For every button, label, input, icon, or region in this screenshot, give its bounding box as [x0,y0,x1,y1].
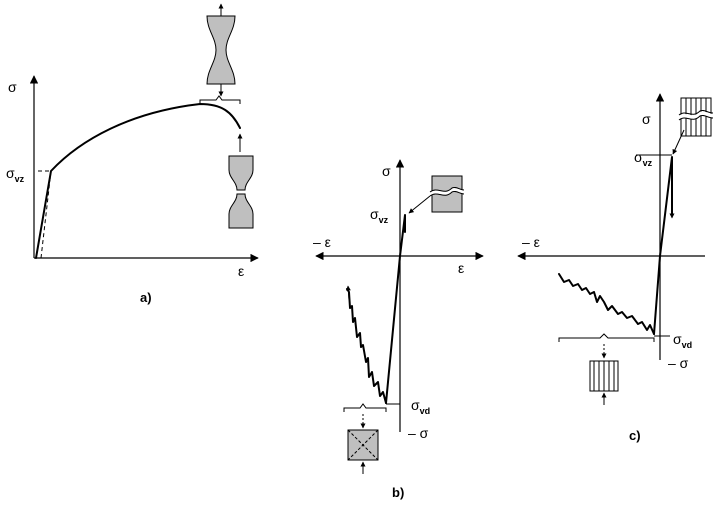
panel-c-tension-fracture-icon [672,97,714,155]
panel-a-y-axis-label: σ [8,79,17,95]
panel-c-compression-label: σvd [673,331,692,350]
panel-b-compression-line [385,255,401,404]
panel-b-tension-curve [399,214,406,257]
panel-a-necking-specimen-icon [206,3,236,97]
panel-b-x-axis-pos-label: ε [458,260,464,276]
panel-a-stress-strain-curve [35,103,241,259]
panel-a-yield-label: σvz [6,165,25,184]
panel-c-compression-brace [558,333,655,342]
panel-a-necking-brace [199,95,241,104]
panel-c-crushing-curve [558,273,655,335]
panel-b-tension-label: σvz [370,206,389,225]
panel-b-y-axis-label: σ [382,163,391,179]
panel-c-compression-line [653,255,661,335]
panel-c-tension-label: σvz [634,149,653,168]
panel-a-x-axis-label: ε [238,263,244,279]
panel-c-caption: c) [629,428,641,443]
panel-b-crushed-cube-icon [347,414,379,474]
panel-b-crushing-curve [346,288,387,404]
panel-b-y-axis-neg-label: – σ [408,425,429,441]
panel-a: σ ε σvz a) [6,3,259,305]
panel-c-crushed-column-icon [589,344,619,405]
panel-b-compression-label: σvd [411,397,430,416]
panel-b: σ ε – ε – σ σvz σvd [313,159,484,500]
panel-c-tension-curve [659,156,673,257]
panel-c: σ – ε – σ σvz σvd [517,93,714,443]
panel-b-crushing-start-arrow [345,285,351,301]
panel-a-fractured-specimen-icon [228,133,254,229]
panel-c-y-axis-neg-label: – σ [668,355,689,371]
panel-b-compression-brace [343,403,387,412]
panel-c-x-axis-neg-label: – ε [522,234,540,250]
panel-b-caption: b) [392,485,404,500]
panel-a-unloading-line [40,170,52,259]
panel-c-y-axis-label: σ [642,111,651,127]
panel-b-x-axis-neg-label: – ε [313,234,331,250]
panel-a-caption: a) [140,290,152,305]
panel-b-tension-fracture-icon [408,175,465,214]
